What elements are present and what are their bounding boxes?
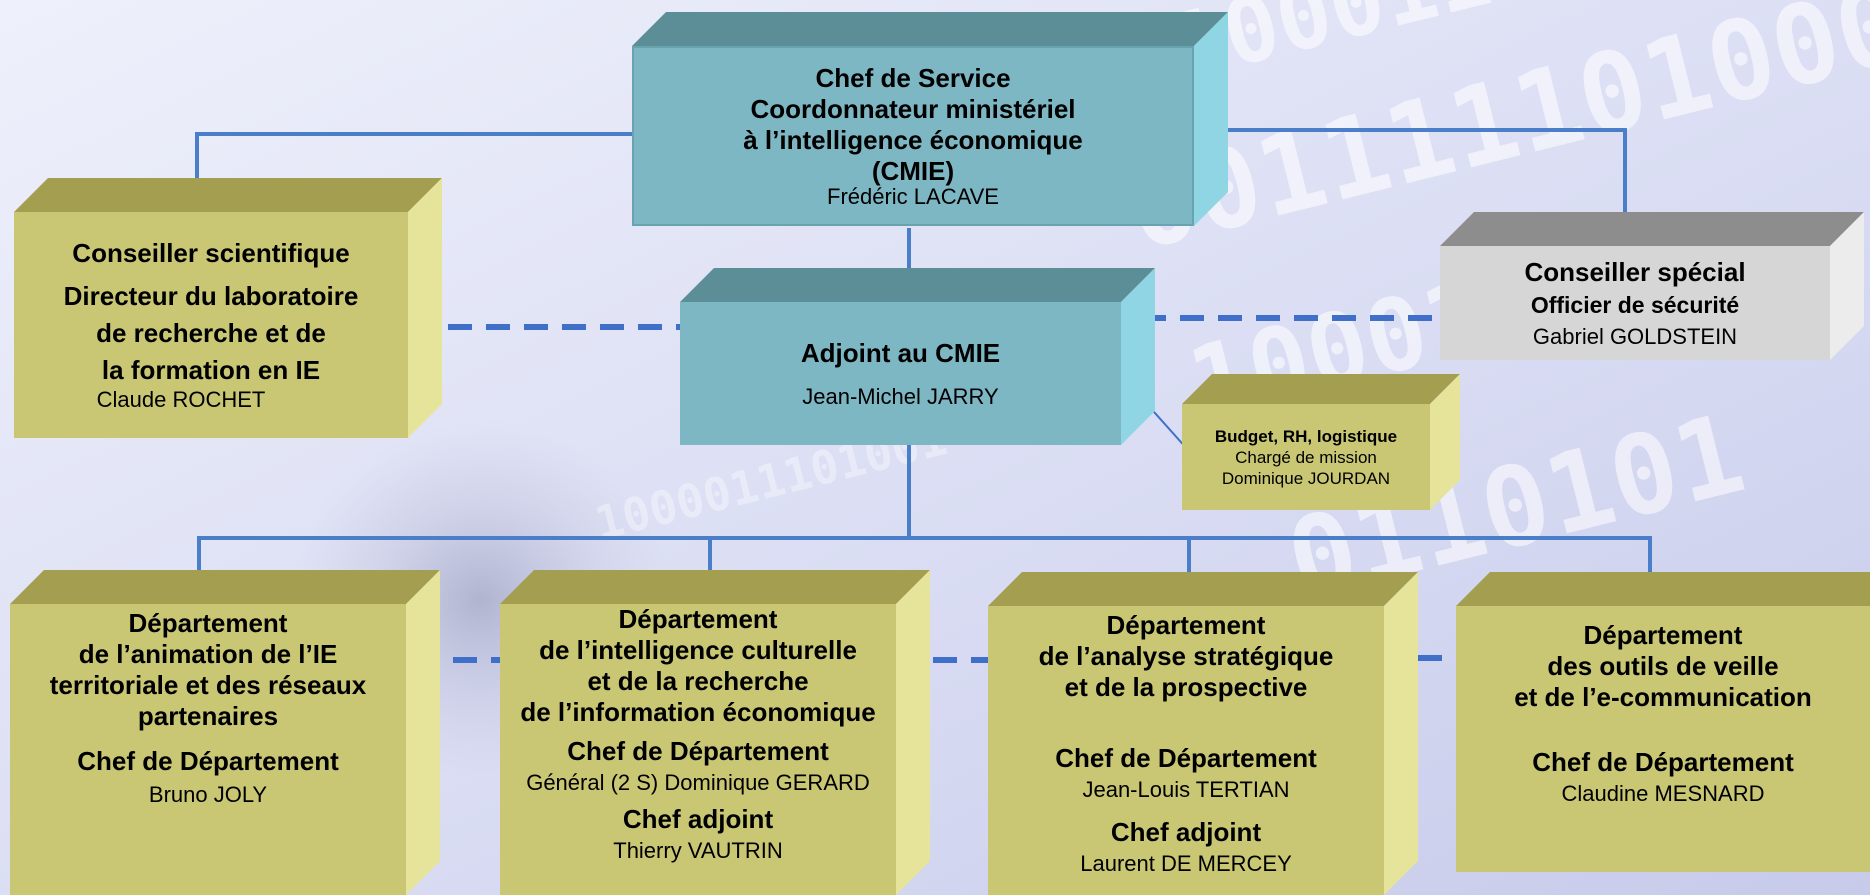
connector-chef-conseiller <box>195 132 635 192</box>
box-front-face: Conseiller scientifique Directeur du lab… <box>14 212 408 438</box>
box-top-face <box>10 570 440 604</box>
chef-title: Chef de Service <box>815 62 1011 93</box>
box-side-face <box>1194 12 1228 226</box>
dept3-chef-label: Chef de Département <box>1055 743 1317 773</box>
box-top-face <box>1440 212 1864 246</box>
box-front-face: Département de l’analyse stratégique et … <box>988 606 1384 895</box>
dept1-line3: territoriale et des réseaux <box>49 670 367 700</box>
box-front-face: Conseiller spécial Officier de sécurité … <box>1440 246 1830 360</box>
dept3-chef-name: Jean-Louis TERTIAN <box>1082 777 1290 802</box>
dept3-line2: de l’analyse stratégique <box>1038 641 1334 671</box>
conseiller-special-name: Gabriel GOLDSTEIN <box>1532 323 1738 349</box>
dept3-line1: Département <box>1106 610 1266 640</box>
budget-title: Budget, RH, logistique <box>1214 426 1398 446</box>
dept1-chef-label: Chef de Département <box>77 746 339 776</box>
box-side-face <box>1384 572 1418 895</box>
dept4-chef-label: Chef de Département <box>1532 747 1794 777</box>
box-front-face: Département de l’intelligence culturelle… <box>500 604 896 895</box>
box-front-face: Chef de Service Coordonnateur ministérie… <box>632 46 1194 226</box>
conseiller-scientifique-box: Conseiller scientifique Directeur du lab… <box>14 178 442 438</box>
box-top-face <box>1182 374 1460 404</box>
conseiller-special-title: Conseiller spécial <box>1524 256 1746 287</box>
chef-name: Frédéric LACAVE <box>827 183 999 209</box>
box-front-face: Adjoint au CMIE Jean-Michel JARRY <box>680 302 1121 445</box>
box-front-face: Département des outils de veille et de l… <box>1456 606 1870 872</box>
department-box-3: Département de l’analyse stratégique et … <box>988 572 1418 895</box>
box-front-face: Budget, RH, logistique Chargé de mission… <box>1182 404 1430 510</box>
chef-de-service-box: Chef de Service Coordonnateur ministérie… <box>632 12 1228 226</box>
adjoint-name: Jean-Michel JARRY <box>802 383 999 409</box>
budget-line2: Chargé de mission <box>1235 447 1377 467</box>
dept1-line1: Département <box>128 608 288 638</box>
conseiller-special-box: Conseiller spécial Officier de sécurité … <box>1440 212 1864 360</box>
dept2-chef-label: Chef de Département <box>567 736 829 766</box>
box-side-face <box>1121 268 1155 445</box>
dept4-line2: des outils de veille <box>1547 651 1779 681</box>
box-top-face <box>988 572 1418 606</box>
box-side-face <box>408 178 442 438</box>
conseiller-sci-line2: Directeur du laboratoire <box>63 280 359 311</box>
chef-line2: Coordonnateur ministériel <box>750 93 1076 124</box>
box-top-face <box>632 12 1228 46</box>
box-side-face <box>896 570 930 895</box>
budget-name: Dominique JOURDAN <box>1221 468 1391 488</box>
chef-line3: à l’intelligence économique <box>743 124 1083 155</box>
dept3-adj-label: Chef adjoint <box>1110 817 1262 847</box>
dept2-adj-label: Chef adjoint <box>622 804 774 834</box>
dept4-chef-name: Claudine MESNARD <box>1561 781 1765 806</box>
dept1-chef-name: Bruno JOLY <box>148 782 268 807</box>
dept4-line3: et de l’e-communication <box>1514 682 1812 712</box>
box-top-face <box>1456 572 1870 606</box>
dept2-line4: de l’information économique <box>520 697 876 727</box>
department-box-1: Département de l’animation de l’IE terri… <box>10 570 440 895</box>
dept2-chef-name: Général (2 S) Dominique GERARD <box>526 770 870 795</box>
adjoint-box: Adjoint au CMIE Jean-Michel JARRY <box>680 268 1155 445</box>
dept4-line1: Département <box>1583 620 1743 650</box>
conseiller-sci-title: Conseiller scientifique <box>72 237 350 268</box>
dept2-line1: Département <box>618 604 778 634</box>
dept3-adj-name: Laurent DE MERCEY <box>1080 851 1292 876</box>
dept1-line2: de l’animation de l’IE <box>78 639 338 669</box>
box-top-face <box>680 268 1155 302</box>
dept2-adj-name: Thierry VAUTRIN <box>613 838 783 863</box>
box-side-face <box>406 570 440 895</box>
budget-box: Budget, RH, logistique Chargé de mission… <box>1182 374 1460 510</box>
conseiller-sci-name: Claude ROCHET <box>96 386 266 412</box>
dept1-line4: partenaires <box>137 701 279 731</box>
dept2-line2: de l’intelligence culturelle <box>539 635 857 665</box>
conseiller-sci-line4: la formation en IE <box>101 354 321 385</box>
department-box-4: Département des outils de veille et de l… <box>1456 572 1870 872</box>
chef-line4: (CMIE) <box>871 155 955 186</box>
conseiller-special-line2: Officier de sécurité <box>1530 291 1740 318</box>
dept2-line3: et de la recherche <box>587 666 809 696</box>
conseiller-sci-line3: de recherche et de <box>96 317 326 348</box>
box-top-face <box>14 178 442 212</box>
box-front-face: Département de l’animation de l’IE terri… <box>10 604 406 895</box>
box-top-face <box>500 570 930 604</box>
connector-chef-special <box>1215 128 1627 222</box>
dept3-line3: et de la prospective <box>1064 672 1308 702</box>
department-box-2: Département de l’intelligence culturelle… <box>500 570 930 895</box>
adjoint-title: Adjoint au CMIE <box>800 337 1001 368</box>
